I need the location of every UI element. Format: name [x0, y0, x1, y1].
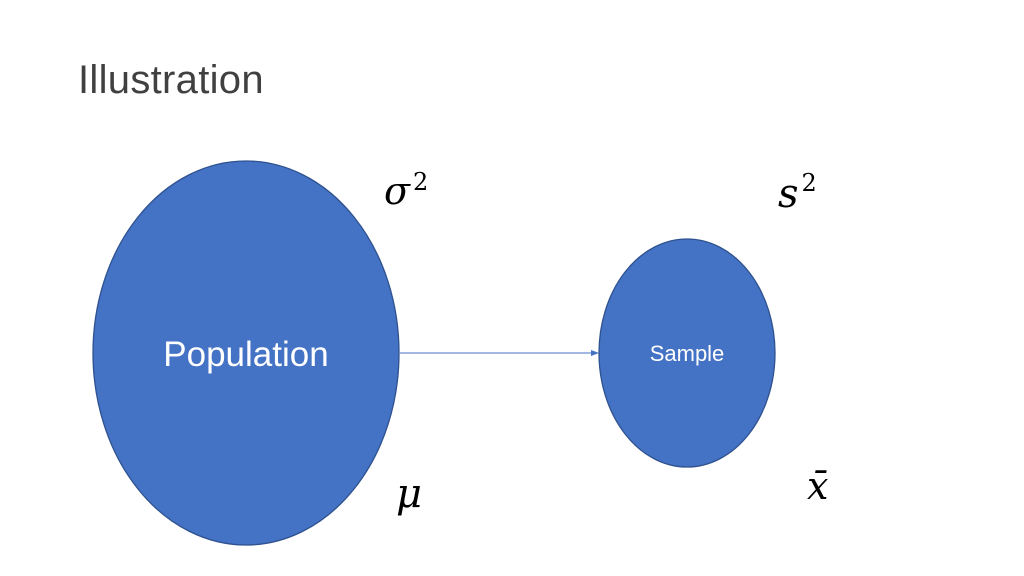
sample-mean-symbol: x̄	[807, 464, 828, 508]
sample-ellipse	[598, 238, 776, 468]
population-label: Population	[163, 335, 328, 374]
slide-title: Illustration	[78, 58, 264, 102]
sample-label: Sample	[650, 341, 725, 366]
population-ellipse	[92, 160, 400, 546]
population-mean-symbol: μ	[396, 471, 422, 517]
